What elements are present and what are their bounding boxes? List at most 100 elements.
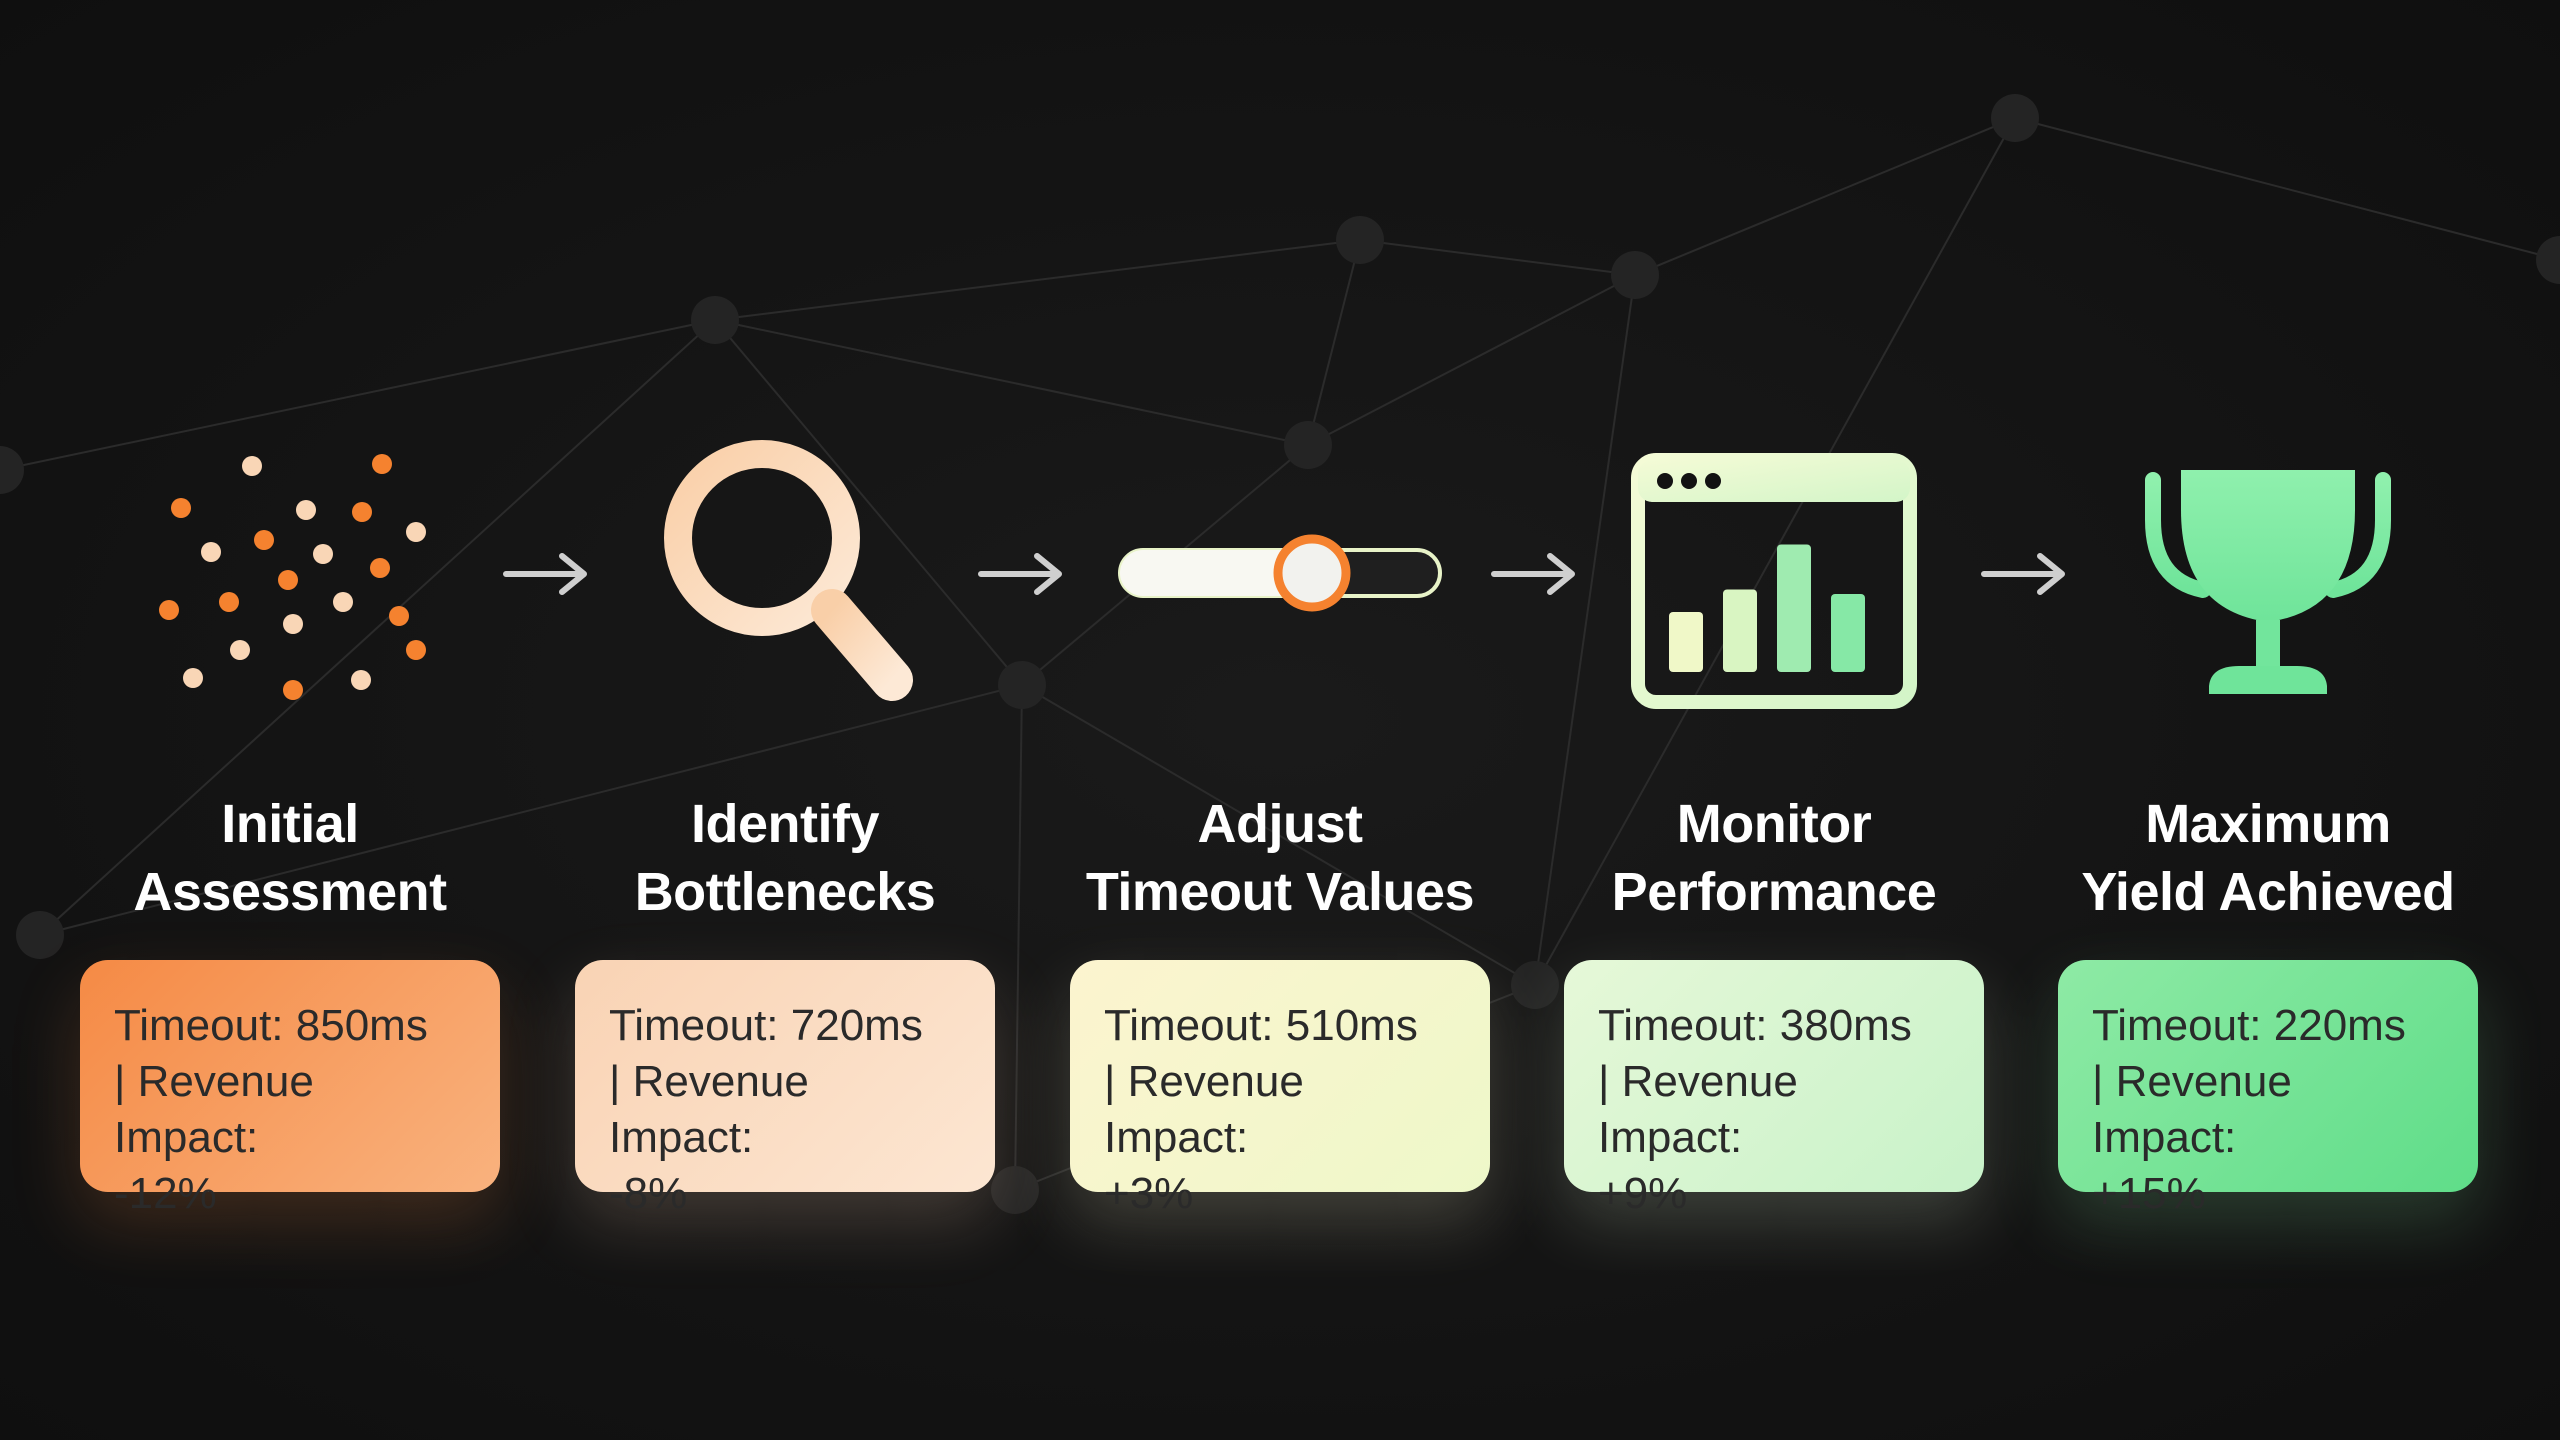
step-title-line: Bottlenecks [634, 862, 936, 922]
scatter-dot [370, 558, 390, 578]
timeout-value: Timeout: 720ms [609, 1001, 923, 1050]
scatter-dot [296, 500, 316, 520]
arrow-right-icon [977, 548, 1067, 600]
scatter-dot [406, 522, 426, 542]
scatter-dot [352, 502, 372, 522]
step-maximum-yield-achieved: Maximum Yield Achieved Timeout: 220ms | … [2053, 0, 2483, 1440]
revenue-impact-label: | Revenue Impact: [609, 1057, 809, 1162]
chart-bar [1777, 544, 1811, 672]
network-node [16, 911, 64, 959]
step-title-line: Yield Achieved [2081, 862, 2455, 922]
network-edge [1021, 684, 1536, 986]
network-edge [1634, 117, 2016, 276]
revenue-impact-label: | Revenue Impact: [1104, 1057, 1304, 1162]
revenue-impact-value: -12% [114, 1169, 217, 1218]
metric-card: Timeout: 850ms | Revenue Impact: -12% [80, 960, 500, 1218]
metric-card: Timeout: 720ms | Revenue Impact: -8% [575, 960, 995, 1218]
network-node [1611, 251, 1659, 299]
network-edge [1534, 274, 1636, 986]
scatter-dots-icon [75, 440, 505, 710]
network-edge [1359, 239, 1636, 276]
scatter-dot [283, 614, 303, 634]
scatter-dot [372, 454, 392, 474]
step-title: Adjust Timeout Values [1065, 790, 1495, 926]
scatter-dot [183, 668, 203, 688]
revenue-impact-label: | Revenue Impact: [1598, 1057, 1798, 1162]
dashboard-chart-icon [1559, 440, 1989, 710]
revenue-impact-label: | Revenue Impact: [2092, 1057, 2292, 1162]
scatter-dot [201, 542, 221, 562]
scatter-dot [171, 498, 191, 518]
scatter-dot [406, 640, 426, 660]
revenue-impact-label: | Revenue Impact: [114, 1057, 314, 1162]
network-node [1511, 961, 1559, 1009]
step-title-line: Assessment [133, 862, 447, 922]
step-title: Initial Assessment [75, 790, 505, 926]
network-edge [2014, 117, 2560, 261]
step-title-line: Monitor [1676, 794, 1872, 854]
revenue-impact-value: +9% [1598, 1169, 1688, 1218]
metric-card: Timeout: 380ms | Revenue Impact: +9% [1564, 960, 1984, 1218]
scatter-dot [313, 544, 333, 564]
network-edge [39, 319, 716, 936]
network-edge [714, 319, 1309, 446]
revenue-impact-value: +3% [1104, 1169, 1194, 1218]
network-node [2536, 236, 2560, 284]
arrow-right-icon [502, 548, 592, 600]
step-title-line: Timeout Values [1085, 862, 1475, 922]
arrow-right-icon [1980, 548, 2070, 600]
trophy-icon [2053, 440, 2483, 710]
scatter-dot [389, 606, 409, 626]
chart-bar [1723, 589, 1757, 672]
step-adjust-timeout-values: Adjust Timeout Values Timeout: 510ms | R… [1065, 0, 1495, 1440]
slider-icon [1065, 440, 1495, 710]
scatter-dot [219, 592, 239, 612]
revenue-impact-value: +15% [2092, 1169, 2206, 1218]
network-edge [1307, 274, 1636, 446]
scatter-dot [254, 530, 274, 550]
scatter-dot [230, 640, 250, 660]
step-title-line: Maximum [2145, 794, 2391, 854]
step-identify-bottlenecks: Identify Bottlenecks Timeout: 720ms | Re… [570, 0, 1000, 1440]
magnifier-icon [570, 440, 1000, 710]
network-node [1284, 421, 1332, 469]
metric-card: Timeout: 220ms | Revenue Impact: +15% [2058, 960, 2478, 1218]
network-edge [39, 684, 1023, 936]
chart-bar [1831, 594, 1865, 672]
network-edge [714, 319, 1023, 686]
step-title-line: Performance [1611, 862, 1937, 922]
timeout-value: Timeout: 220ms [2092, 1001, 2406, 1050]
step-title-line: Adjust [1197, 794, 1364, 854]
network-node [1336, 216, 1384, 264]
scatter-dot [351, 670, 371, 690]
chart-bar [1669, 612, 1703, 672]
network-node [1991, 94, 2039, 142]
timeout-value: Timeout: 380ms [1598, 1001, 1912, 1050]
network-edge [1534, 117, 2016, 986]
metric-card: Timeout: 510ms | Revenue Impact: +3% [1070, 960, 1490, 1218]
network-edge [714, 239, 1361, 321]
scatter-dot [159, 600, 179, 620]
network-node [691, 296, 739, 344]
network-node [991, 1166, 1039, 1214]
scatter-dot [283, 680, 303, 700]
step-title: Monitor Performance [1559, 790, 1989, 926]
timeout-value: Timeout: 850ms [114, 1001, 428, 1050]
step-title: Identify Bottlenecks [570, 790, 1000, 926]
network-edge [0, 319, 716, 471]
step-monitor-performance: Monitor Performance Timeout: 380ms | Rev… [1559, 0, 1989, 1440]
scatter-dot [242, 456, 262, 476]
revenue-impact-value: -8% [609, 1169, 688, 1218]
network-edge [1307, 239, 1361, 446]
step-title-line: Identify [690, 794, 880, 854]
scatter-dot [333, 592, 353, 612]
network-node [0, 446, 24, 494]
scatter-dot [278, 570, 298, 590]
step-initial-assessment: Initial Assessment Timeout: 850ms | Reve… [75, 0, 505, 1440]
step-title: Maximum Yield Achieved [2053, 790, 2483, 926]
network-node [998, 661, 1046, 709]
arrow-right-icon [1490, 548, 1580, 600]
network-edge [1014, 684, 1023, 1191]
